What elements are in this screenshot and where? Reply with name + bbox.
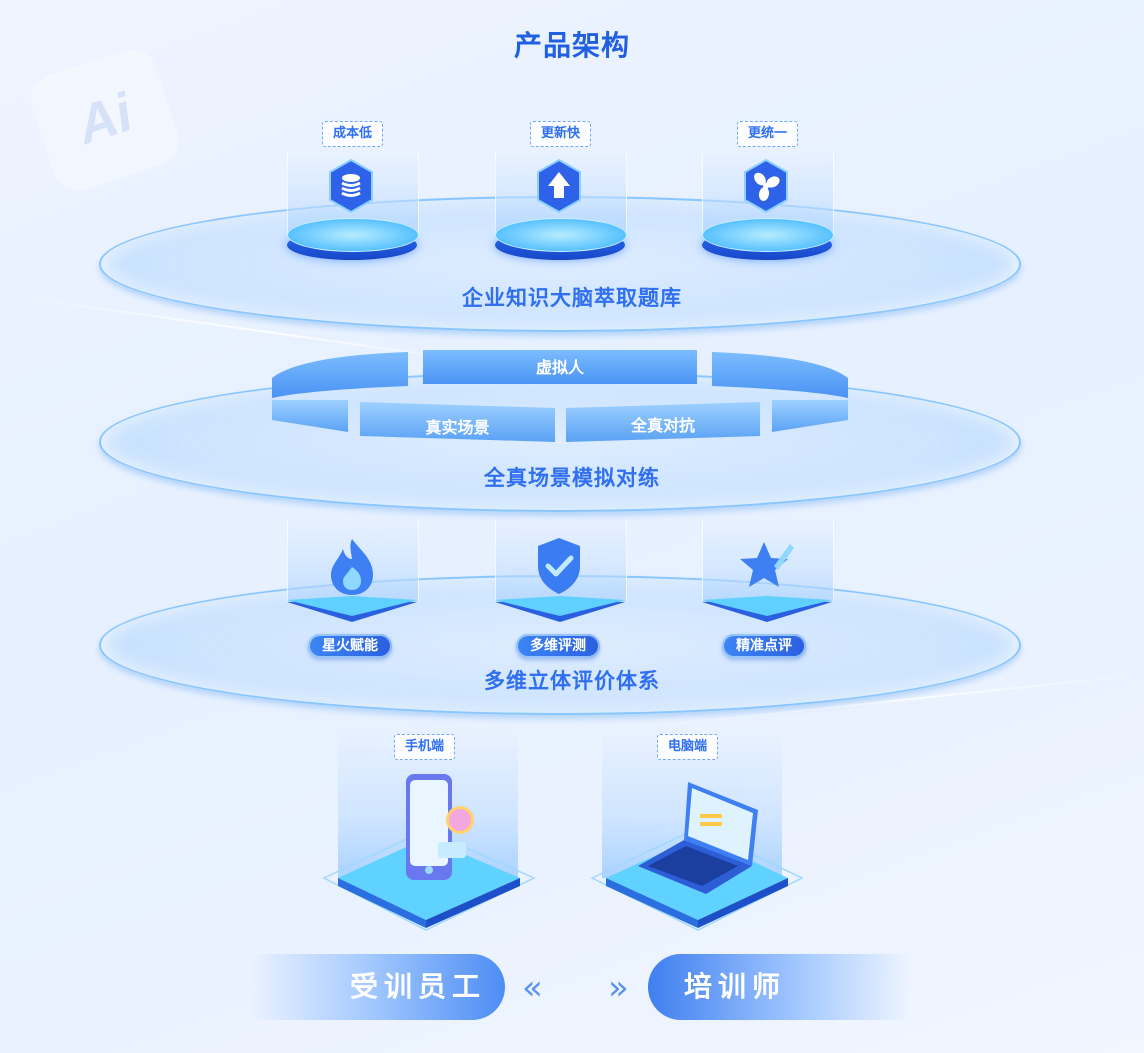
upload-arrow-icon [537, 158, 581, 214]
flame-icon [331, 539, 373, 595]
simulation-layer-label: 全真场景模拟对练 [484, 466, 660, 490]
tag-unified: 更统一 [737, 121, 799, 147]
evaluation-layer-label: 多维立体评价体系 [484, 669, 660, 693]
mobile-device-icon [322, 774, 536, 931]
chevron-right-icon: » [608, 968, 629, 1008]
database-icon [329, 158, 373, 214]
laptop-device-icon [590, 782, 804, 931]
evaluation-plate-2 [495, 596, 625, 622]
badge-multi-assess: 多维评测 [516, 634, 600, 658]
knowledge-layer-label: 企业知识大脑萃取题库 [462, 286, 682, 310]
tag-mobile: 手机端 [394, 734, 456, 760]
tag-desktop: 电脑端 [657, 734, 719, 760]
trainer-banner: 培训师 [648, 954, 910, 1020]
fan-icon [744, 158, 788, 214]
trainee-banner: 受训员工 [250, 954, 505, 1020]
page-title: 产品架构 [513, 29, 630, 62]
tag-fast-update: 更新快 [530, 121, 592, 147]
badge-precise-review: 精准点评 [722, 634, 806, 658]
evaluation-plate-3 [702, 596, 832, 622]
trainer-label: 培训师 [684, 970, 787, 1003]
star-pen-icon [740, 542, 794, 587]
knowledge-puck-3 [702, 218, 834, 262]
segment-real-scene: 真实场景 [425, 418, 490, 437]
badge-spark-empower: 星火赋能 [308, 634, 392, 658]
segment-virtual-human: 虚拟人 [535, 358, 584, 377]
shield-check-icon [538, 538, 580, 594]
trainee-label: 受训员工 [350, 970, 487, 1003]
chevron-left-icon: « [522, 968, 543, 1008]
knowledge-puck-1 [287, 218, 419, 262]
knowledge-puck-2 [495, 218, 627, 262]
evaluation-plate-1 [287, 596, 417, 622]
tag-low-cost: 成本低 [322, 121, 384, 147]
segment-full-confrontation: 全真对抗 [630, 416, 695, 435]
